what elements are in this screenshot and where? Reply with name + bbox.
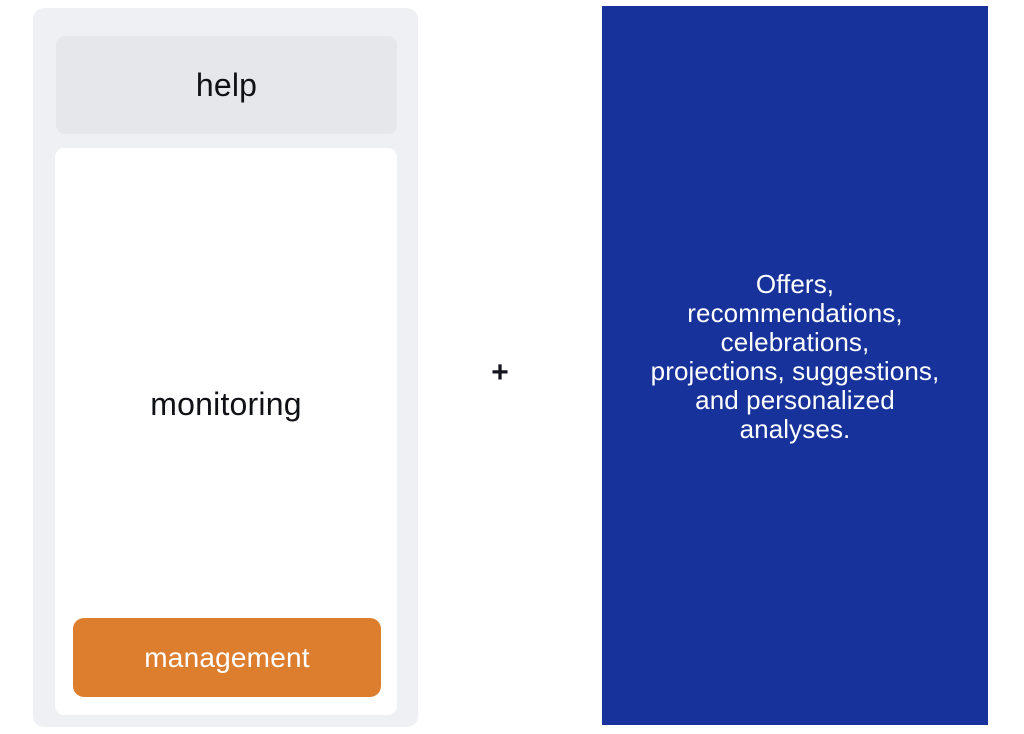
help-label: help: [195, 67, 258, 103]
left-app-panel: help monitoring management: [33, 8, 418, 727]
monitoring-label: monitoring: [150, 386, 302, 422]
blue-panel-description: Offers, recommendations, celebrations, p…: [650, 268, 940, 444]
plus-icon: +: [491, 356, 509, 389]
management-button-label: management: [144, 641, 310, 673]
monitoring-card: monitoring management: [55, 148, 397, 715]
management-button[interactable]: management: [73, 618, 381, 697]
right-blue-panel: Offers, recommendations, celebrations, p…: [602, 6, 988, 725]
help-header-box[interactable]: help: [56, 36, 397, 134]
